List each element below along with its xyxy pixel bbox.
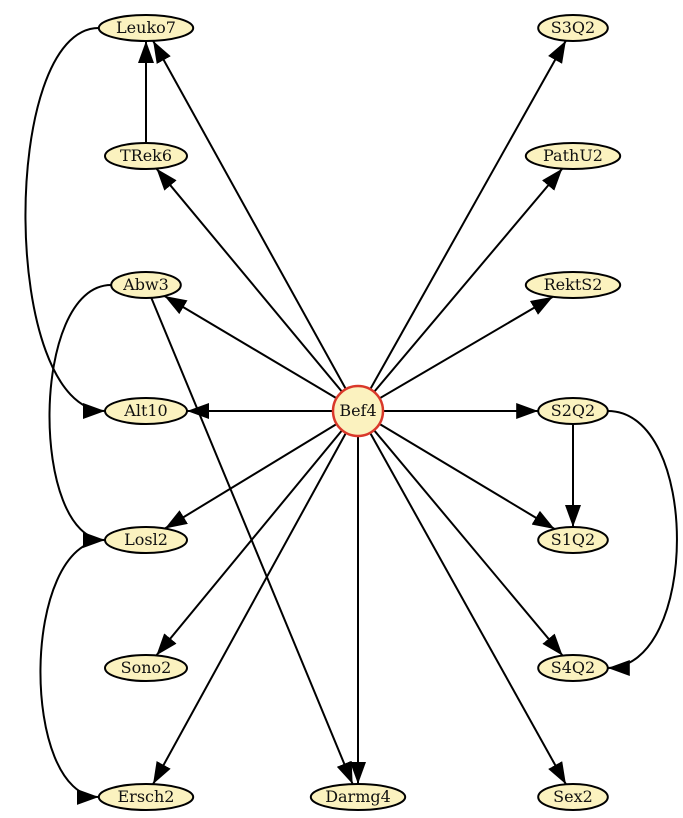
node-label: S3Q2 <box>551 18 595 37</box>
edge-s2q2-to-s4q2 <box>607 410 678 676</box>
node-shape <box>524 271 622 299</box>
node-abw3[interactable]: Abw3 <box>110 271 182 299</box>
node-s3q2[interactable]: S3Q2 <box>537 14 609 42</box>
node-ersch2[interactable]: Ersch2 <box>97 783 195 811</box>
node-rekts2[interactable]: RektS2 <box>524 271 622 299</box>
node-sex2[interactable]: Sex2 <box>537 783 609 811</box>
node-label: RektS2 <box>544 275 603 294</box>
node-shape <box>537 14 609 42</box>
edge-leuko7-to-alt10 <box>24 27 106 419</box>
edge-bef4-to-ersch2 <box>152 432 347 785</box>
node-shape <box>110 271 182 299</box>
node-shape <box>104 397 188 425</box>
node-trek6[interactable]: TRek6 <box>104 142 188 170</box>
edge-bef4-to-losl2 <box>164 423 338 530</box>
edge-bef4-to-s1q2 <box>378 423 556 530</box>
edge-bef4-to-sono2 <box>155 429 343 657</box>
node-label: Leuko7 <box>116 18 176 37</box>
node-pathu2[interactable]: PathU2 <box>524 142 622 170</box>
node-label: Abw3 <box>122 275 169 294</box>
node-label: Darmg4 <box>325 787 391 806</box>
node-shape <box>309 783 407 811</box>
node-shape <box>97 14 195 42</box>
node-shape <box>537 526 609 554</box>
node-shape <box>104 526 188 554</box>
node-s2q2[interactable]: S2Q2 <box>537 397 609 425</box>
node-shape <box>524 142 622 170</box>
node-bef4[interactable]: Bef4 <box>331 384 385 438</box>
edge-bef4-to-leuko7 <box>152 40 347 390</box>
node-shape <box>537 783 609 811</box>
edge-bef4-to-sex2 <box>369 432 567 785</box>
node-shape <box>537 654 609 682</box>
edge-bef4-to-trek6 <box>155 167 343 393</box>
node-shape <box>104 142 188 170</box>
node-label: Alt10 <box>123 401 167 420</box>
edge-bef4-to-pathu2 <box>373 168 564 393</box>
edge-abw3-to-darmg4 <box>150 297 354 785</box>
node-shape <box>104 654 188 682</box>
edge-abw3-to-losl2 <box>48 284 112 548</box>
node-alt10[interactable]: Alt10 <box>104 397 188 425</box>
node-label: TRek6 <box>120 146 172 165</box>
node-shape <box>97 783 195 811</box>
edge-losl2-to-ersch2 <box>39 539 106 805</box>
node-sono2[interactable]: Sono2 <box>104 654 188 682</box>
edge-bef4-to-abw3 <box>164 295 338 400</box>
edge-bef4-to-s3q2 <box>369 40 567 390</box>
node-darmg4[interactable]: Darmg4 <box>309 783 407 811</box>
edge-bef4-to-s4q2 <box>373 429 564 657</box>
node-s4q2[interactable]: S4Q2 <box>537 654 609 682</box>
node-leuko7[interactable]: Leuko7 <box>97 14 195 42</box>
node-label: PathU2 <box>543 146 603 165</box>
node-label: S4Q2 <box>551 658 595 677</box>
node-shape <box>537 397 609 425</box>
node-label: Bef4 <box>339 401 376 420</box>
node-label: S1Q2 <box>551 530 595 549</box>
node-shape <box>331 384 385 438</box>
node-label: S2Q2 <box>551 401 595 420</box>
node-label: Sex2 <box>553 787 593 806</box>
node-s1q2[interactable]: S1Q2 <box>537 526 609 554</box>
edge-bef4-to-rekts2 <box>379 295 554 400</box>
node-label: Sono2 <box>121 658 172 677</box>
node-losl2[interactable]: Losl2 <box>104 526 188 554</box>
node-label: Ersch2 <box>118 787 175 806</box>
node-label: Losl2 <box>124 530 168 549</box>
